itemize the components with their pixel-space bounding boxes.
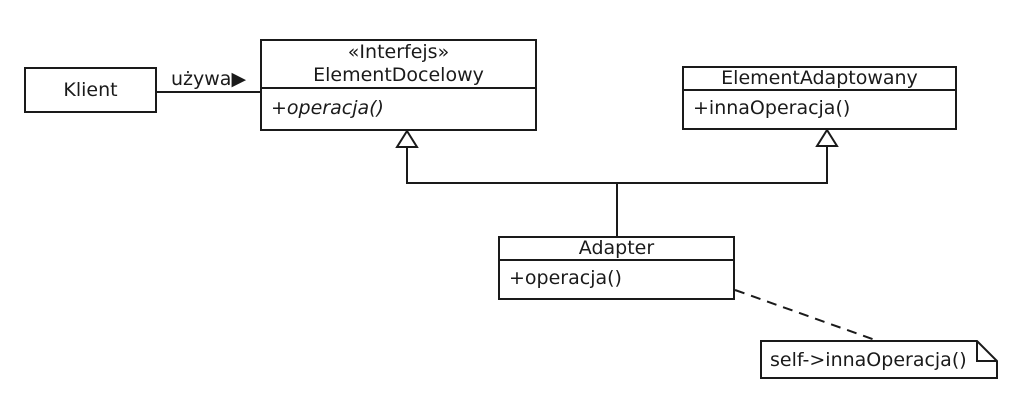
operation-element-adaptowany: +innaOperacja() xyxy=(693,97,851,119)
note-text: self->innaOperacja() xyxy=(770,348,967,371)
note-fold-corner-icon xyxy=(976,341,997,362)
class-name-element-adaptowany: ElementAdaptowany xyxy=(721,67,918,89)
class-name-adapter: Adapter xyxy=(578,237,655,259)
class-name-element-docelowy: ElementDocelowy xyxy=(313,64,484,86)
note-shape xyxy=(760,340,998,379)
association-label-uses: używa▶ xyxy=(171,68,247,90)
stereotype-label: «Interfejs» xyxy=(347,41,450,63)
class-box-klient: Klient xyxy=(24,67,157,113)
class-header-element-adaptowany: ElementAdaptowany xyxy=(684,67,955,91)
generalization-arrowhead-elementadaptowany-icon xyxy=(815,128,839,147)
class-box-element-docelowy: «Interfejs» ElementDocelowy +operacja() xyxy=(260,39,537,131)
class-header-adapter: Adapter xyxy=(500,237,733,261)
operation-adapter: +operacja() xyxy=(509,267,622,289)
note-anchor-dashed-line xyxy=(734,289,879,342)
operation-element-docelowy: +operacja() xyxy=(271,96,384,119)
class-header-element-docelowy: «Interfejs» ElementDocelowy xyxy=(262,41,535,89)
generalization-arrowhead-elementdocelowy-icon xyxy=(395,129,419,148)
class-box-element-adaptowany: ElementAdaptowany +innaOperacja() xyxy=(682,66,957,130)
generalization-rail xyxy=(406,146,828,184)
class-name-klient: Klient xyxy=(63,78,118,101)
class-box-adapter: Adapter +operacja() xyxy=(498,236,735,300)
